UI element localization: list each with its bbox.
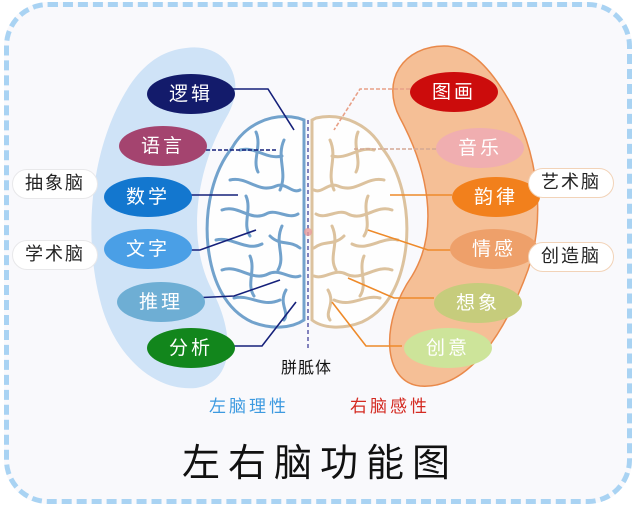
function-writing: 文字 <box>104 229 192 269</box>
corpus-callosum-label: 胼胝体 <box>281 358 333 377</box>
function-logic: 逻辑 <box>147 74 235 114</box>
right-hemisphere-graphic <box>310 115 409 329</box>
function-music: 音乐 <box>436 128 524 168</box>
left-hemisphere-graphic <box>205 115 306 329</box>
function-math: 数学 <box>104 177 192 217</box>
category-creative-brain: 创造脑 <box>528 242 614 272</box>
left-brain-caption: 左脑理性 <box>209 397 289 417</box>
function-imagination: 想象 <box>434 283 522 323</box>
function-language: 语言 <box>119 126 207 166</box>
category-art-brain: 艺术脑 <box>528 168 614 198</box>
function-emotion: 情感 <box>450 229 538 269</box>
right-brain-caption: 右脑感性 <box>350 397 430 417</box>
diagram-title: 左右脑功能图 <box>181 441 458 485</box>
right-connectors <box>331 88 462 347</box>
function-reasoning: 推理 <box>117 282 205 322</box>
category-abstract-brain: 抽象脑 <box>12 169 98 199</box>
category-academic-brain: 学术脑 <box>12 240 98 270</box>
function-rhythm: 韵律 <box>452 177 540 217</box>
function-creativity: 创意 <box>404 328 492 368</box>
left-connectors <box>164 88 297 347</box>
function-drawing: 图画 <box>410 72 498 112</box>
function-analysis: 分析 <box>147 328 235 368</box>
